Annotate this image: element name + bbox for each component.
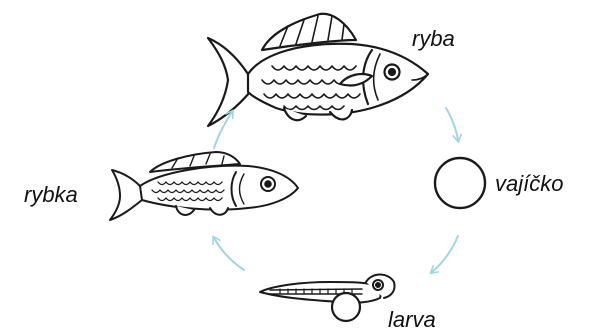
larva-icon (260, 275, 395, 322)
egg-icon (435, 158, 485, 208)
label-ryba: ryba (412, 26, 455, 51)
label-rybka: rybka (24, 182, 78, 207)
label-larva: larva (388, 307, 436, 332)
juvenile-fish-icon (110, 152, 298, 220)
label-vajicko: vajíčko (495, 171, 563, 196)
adult-fish-icon (208, 14, 428, 126)
